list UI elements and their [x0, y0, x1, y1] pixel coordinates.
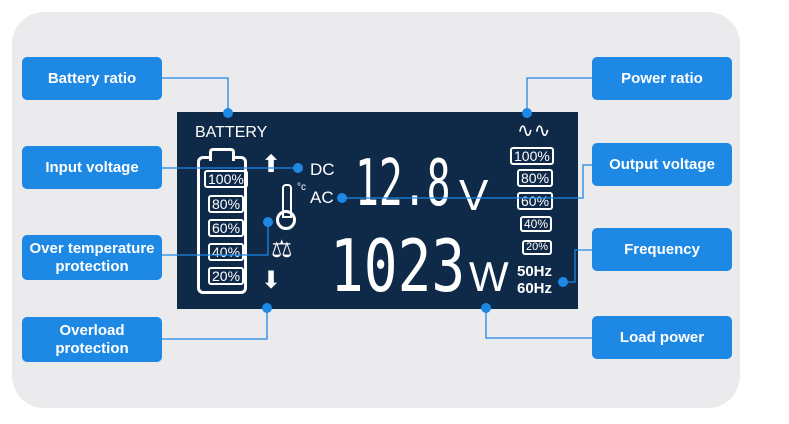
power-value: 1023	[330, 224, 466, 308]
battery-cap-icon	[209, 148, 235, 161]
sine-wave-icon: ∿∿	[517, 120, 551, 142]
dc-label: DC	[310, 160, 335, 179]
label-power-ratio: Power ratio	[592, 57, 732, 100]
freq-50hz: 50Hz	[517, 263, 553, 280]
ac-label: AC	[310, 188, 334, 207]
label-over-temperature: Over temperature protection	[22, 235, 162, 280]
pointer-dot	[262, 303, 272, 313]
freq-60hz: 60Hz	[517, 280, 553, 297]
battery-level: 100%	[204, 170, 248, 188]
battery-title: BATTERY	[195, 124, 268, 141]
pointer-dot	[293, 163, 303, 173]
thermometer-icon	[275, 184, 297, 232]
pointer-dot	[481, 303, 491, 313]
arrow-down-icon: ⬇	[261, 267, 282, 294]
celsius-label: °c	[297, 182, 306, 193]
power-level: 20%	[522, 240, 553, 255]
label-output-voltage: Output voltage	[592, 143, 732, 186]
arrow-up-icon: ⬆	[261, 151, 282, 178]
power-unit: W	[469, 253, 509, 300]
label-frequency: Frequency	[592, 228, 732, 271]
lcd-display: BATTERY 100% 80% 60% 40% 20% ⬆ ⬇ °c ⚖ DC…	[177, 112, 578, 309]
voltage-value: 12.8	[355, 147, 451, 221]
pointer-dot	[337, 193, 347, 203]
label-input-voltage: Input voltage	[22, 146, 162, 189]
power-level: 100%	[510, 147, 554, 165]
battery-level: 60%	[208, 219, 245, 237]
pointer-dot	[522, 108, 532, 118]
pointer-dot	[263, 217, 273, 227]
power-level: 80%	[517, 169, 554, 187]
label-battery-ratio: Battery ratio	[22, 57, 162, 100]
pointer-dot	[558, 277, 568, 287]
battery-level: 80%	[208, 195, 245, 213]
power-level: 40%	[520, 216, 553, 232]
battery-level: 20%	[208, 267, 245, 285]
label-overload: Overload protection	[22, 317, 162, 362]
voltage-unit: V	[459, 171, 489, 220]
scale-icon: ⚖	[271, 236, 293, 263]
label-load-power: Load power	[592, 316, 732, 359]
pointer-dot	[223, 108, 233, 118]
